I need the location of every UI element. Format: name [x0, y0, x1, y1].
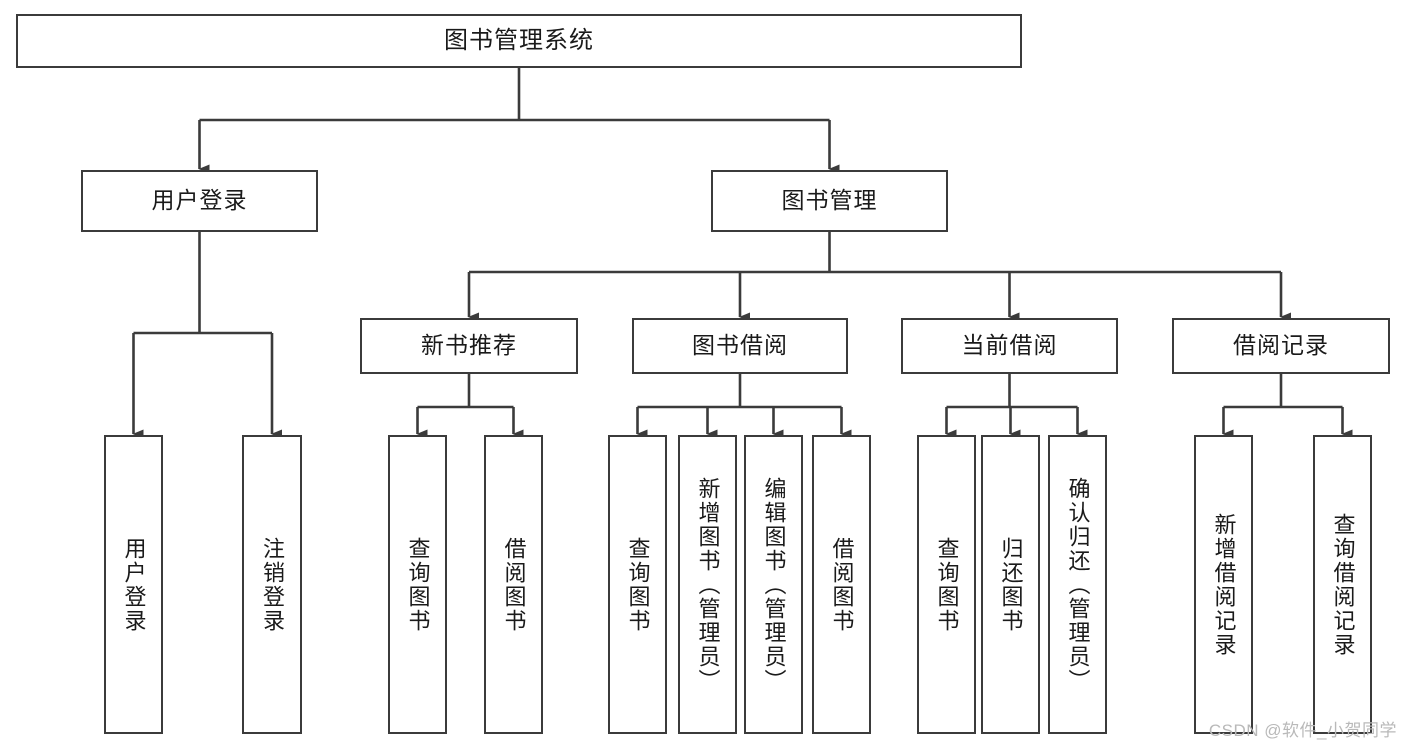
- node-leaf-1[interactable]: 用户登录: [104, 435, 163, 734]
- node-label: 查询图书: [405, 536, 431, 633]
- node-label: 用户登录: [121, 536, 147, 633]
- node-label: 确认归还（管理员）: [1065, 476, 1091, 693]
- node-label: 借阅图书: [501, 536, 527, 633]
- node-label: 注销登录: [260, 536, 285, 633]
- node-current[interactable]: 当前借阅: [901, 318, 1118, 374]
- node-root[interactable]: 图书管理系统: [16, 14, 1022, 68]
- node-leaf-4[interactable]: 借阅图书: [484, 435, 543, 734]
- node-label: 归还图书: [998, 536, 1024, 633]
- node-leaf-9[interactable]: 查询图书: [917, 435, 976, 734]
- node-leaf-13[interactable]: 查询借阅记录: [1313, 435, 1372, 734]
- node-label: 编辑图书（管理员）: [761, 476, 787, 693]
- node-leaf-12[interactable]: 新增借阅记录: [1194, 435, 1253, 734]
- node-label: 图书借阅: [692, 332, 788, 359]
- node-login[interactable]: 用户登录: [81, 170, 318, 232]
- node-borrow[interactable]: 图书借阅: [632, 318, 848, 374]
- node-label: 借阅图书: [829, 536, 855, 633]
- node-newbook[interactable]: 新书推荐: [360, 318, 578, 374]
- node-leaf-6[interactable]: 新增图书（管理员）: [678, 435, 737, 734]
- node-label: 用户登录: [151, 187, 248, 214]
- node-leaf-8[interactable]: 借阅图书: [812, 435, 871, 734]
- watermark: CSDN @软件_小贺同学: [1208, 721, 1397, 740]
- node-label: 新增借阅记录: [1211, 512, 1237, 657]
- node-records[interactable]: 借阅记录: [1172, 318, 1390, 374]
- node-leaf-7[interactable]: 编辑图书（管理员）: [744, 435, 803, 734]
- node-label: 查询图书: [934, 536, 960, 633]
- node-leaf-2[interactable]: 注销登录: [242, 435, 302, 734]
- node-label: 图书管理系统: [444, 26, 594, 54]
- node-label: 图书管理: [781, 187, 878, 214]
- node-label: 新增图书（管理员）: [695, 476, 721, 693]
- node-leaf-5[interactable]: 查询图书: [608, 435, 667, 734]
- node-label: 查询图书: [625, 536, 651, 633]
- node-bookmgmt[interactable]: 图书管理: [711, 170, 948, 232]
- edges: [132, 68, 1353, 439]
- node-leaf-11[interactable]: 确认归还（管理员）: [1048, 435, 1107, 734]
- node-leaf-3[interactable]: 查询图书: [388, 435, 447, 734]
- node-label: 当前借阅: [961, 332, 1058, 359]
- node-leaf-10[interactable]: 归还图书: [981, 435, 1040, 734]
- node-label: 新书推荐: [421, 332, 517, 359]
- node-label: 查询借阅记录: [1330, 512, 1356, 657]
- node-label: 借阅记录: [1233, 332, 1329, 359]
